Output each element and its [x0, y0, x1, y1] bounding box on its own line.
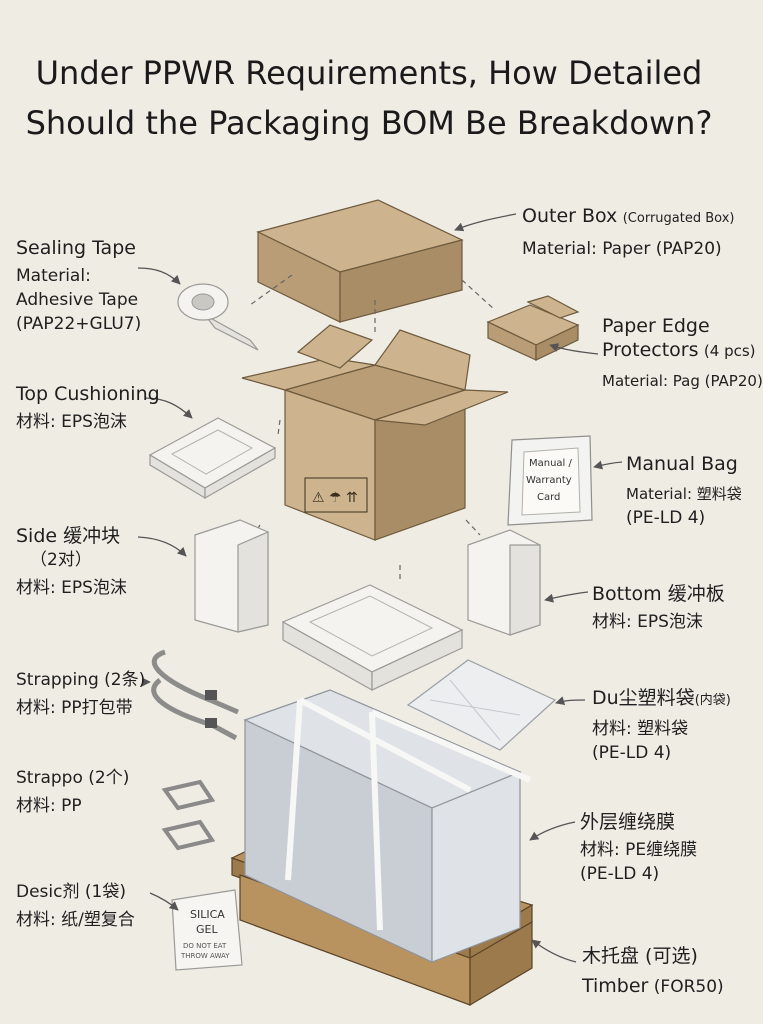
top-cushioning-material: 材料: EPS泡沫: [16, 412, 127, 432]
label-sealing-tape: Sealing Tape Material: Adhesive Tape (PA…: [16, 236, 141, 336]
desiccant-pack: SILICA GEL DO NOT EAT THROW AWAY: [171, 889, 243, 971]
label-pallet: 木托盘 (可选) Timber (FOR50): [582, 944, 724, 999]
manual-bag-name: Manual Bag: [626, 453, 738, 475]
pack-text-2: GEL: [196, 923, 218, 936]
sealing-tape-name: Sealing Tape: [16, 237, 136, 259]
dust-bag-note: (内袋): [694, 693, 731, 708]
pallet-code: (FOR50): [653, 977, 724, 997]
manual-bag-material: Material: 塑料袋: [626, 485, 742, 503]
outer-box-note: (Corrugated Box): [622, 211, 735, 226]
label-strappo: Strappo (2个) 材料: PP: [16, 766, 129, 818]
strappo-name: Strappo (2个): [16, 768, 130, 788]
outer-box-material: Material: Paper (PAP20): [522, 239, 722, 259]
bottom-board-name: Bottom 缓冲板: [592, 583, 725, 605]
title-line-1: Under PPWR Requirements, How Detailed: [35, 54, 703, 92]
label-outer-box: Outer Box (Corrugated Box) Material: Pap…: [522, 204, 734, 261]
label-desiccant: Desic剂 (1袋) 材料: 纸/塑复合: [16, 880, 135, 932]
pallet-name: 木托盘 (可选): [582, 945, 698, 967]
label-side-block: Side 缓冲块 （2对） 材料: EPS泡沫: [16, 524, 127, 600]
label-dust-bag: Du尘塑料袋(内袋) 材料: 塑料袋 (PE-LD 4): [592, 686, 731, 765]
page-title: Under PPWR Requirements, How Detailed Sh…: [0, 48, 738, 148]
svg-text:⚠ ☂ ⇈: ⚠ ☂ ⇈: [312, 490, 358, 506]
dust-bag-name: Du尘塑料袋: [592, 687, 695, 709]
edge-protectors-note: (4 pcs): [703, 342, 756, 360]
desiccant-name: Desic剂 (1袋): [16, 882, 126, 902]
sealing-tape-material-3: (PAP22+GLU7): [16, 314, 142, 334]
label-wrap-film: 外层缠绕膜 材料: PE缠绕膜 (PE-LD 4): [580, 810, 697, 886]
outer-box-lid: [256, 199, 464, 323]
strapping-name: Strapping (2条): [16, 670, 146, 690]
pack-text-4: THROW AWAY: [180, 952, 230, 960]
side-block-right: [467, 529, 541, 636]
wrap-film-code: (PE-LD 4): [580, 864, 660, 884]
edge-protectors-name: Paper Edge: [602, 315, 710, 337]
edge-protectors-material: Material: Pag (PAP20): [602, 372, 763, 390]
side-block-name: Side 缓冲块: [16, 525, 121, 547]
card-text-2: Warranty: [526, 475, 572, 486]
strappo-material: 材料: PP: [16, 796, 82, 816]
side-block-left: [194, 519, 269, 633]
edge-protectors-name-2: Protectors: [602, 339, 699, 361]
sealing-tape-material-1: Material:: [16, 266, 91, 286]
manual-bag: Manual / Warranty Card: [507, 435, 593, 526]
dust-bag-code: (PE-LD 4): [592, 743, 672, 763]
manual-bag-code: (PE-LD 4): [626, 508, 706, 528]
pack-text-1: SILICA: [190, 908, 225, 921]
label-manual-bag: Manual Bag Material: 塑料袋 (PE-LD 4): [626, 452, 742, 530]
sealing-tape-roll: [177, 283, 259, 351]
wrap-film-name: 外层缠绕膜: [580, 811, 676, 833]
main-open-box: ⚠ ☂ ⇈: [241, 324, 509, 541]
label-bottom-board: Bottom 缓冲板 材料: EPS泡沫: [592, 582, 725, 634]
leader-arrows: [137, 213, 623, 963]
desiccant-material: 材料: 纸/塑复合: [16, 910, 135, 930]
label-top-cushioning: Top Cushioning 材料: EPS泡沫: [16, 382, 160, 434]
top-cushioning-name: Top Cushioning: [16, 383, 160, 405]
strapping-material: 材料: PP打包带: [16, 698, 133, 718]
card-text-3: Card: [537, 492, 560, 503]
side-block-material: 材料: EPS泡沫: [16, 578, 127, 598]
dust-bag: [406, 659, 557, 751]
bottom-board-material: 材料: EPS泡沫: [592, 612, 703, 632]
pallet-material: Timber: [582, 975, 649, 997]
wrap-film-material: 材料: PE缠绕膜: [580, 840, 698, 860]
side-block-qty: （2对）: [30, 550, 92, 570]
paper-edge-protectors: [486, 295, 580, 361]
dust-bag-material: 材料: 塑料袋: [592, 719, 689, 739]
label-strapping: Strapping (2条) 材料: PP打包带: [16, 668, 145, 720]
packaging-illustration: ⚠ ☂ ⇈ Manual / Warranty Card: [137, 199, 623, 1007]
wrapped-product: [243, 689, 532, 963]
top-cushioning: [148, 417, 277, 500]
strap-buckles: [161, 779, 216, 851]
title-line-2: Should the Packaging BOM Be Breakdown?: [25, 104, 713, 142]
pack-text-3: DO NOT EAT: [183, 942, 227, 950]
bottom-cushion-board: [281, 584, 464, 692]
sealing-tape-material-2: Adhesive Tape: [16, 290, 139, 310]
outer-box-name: Outer Box: [522, 205, 618, 227]
strapping-bands: [151, 649, 239, 741]
label-edge-protectors: Paper Edge Protectors (4 pcs) Material: …: [602, 314, 763, 393]
card-text-1: Manual /: [529, 458, 573, 469]
